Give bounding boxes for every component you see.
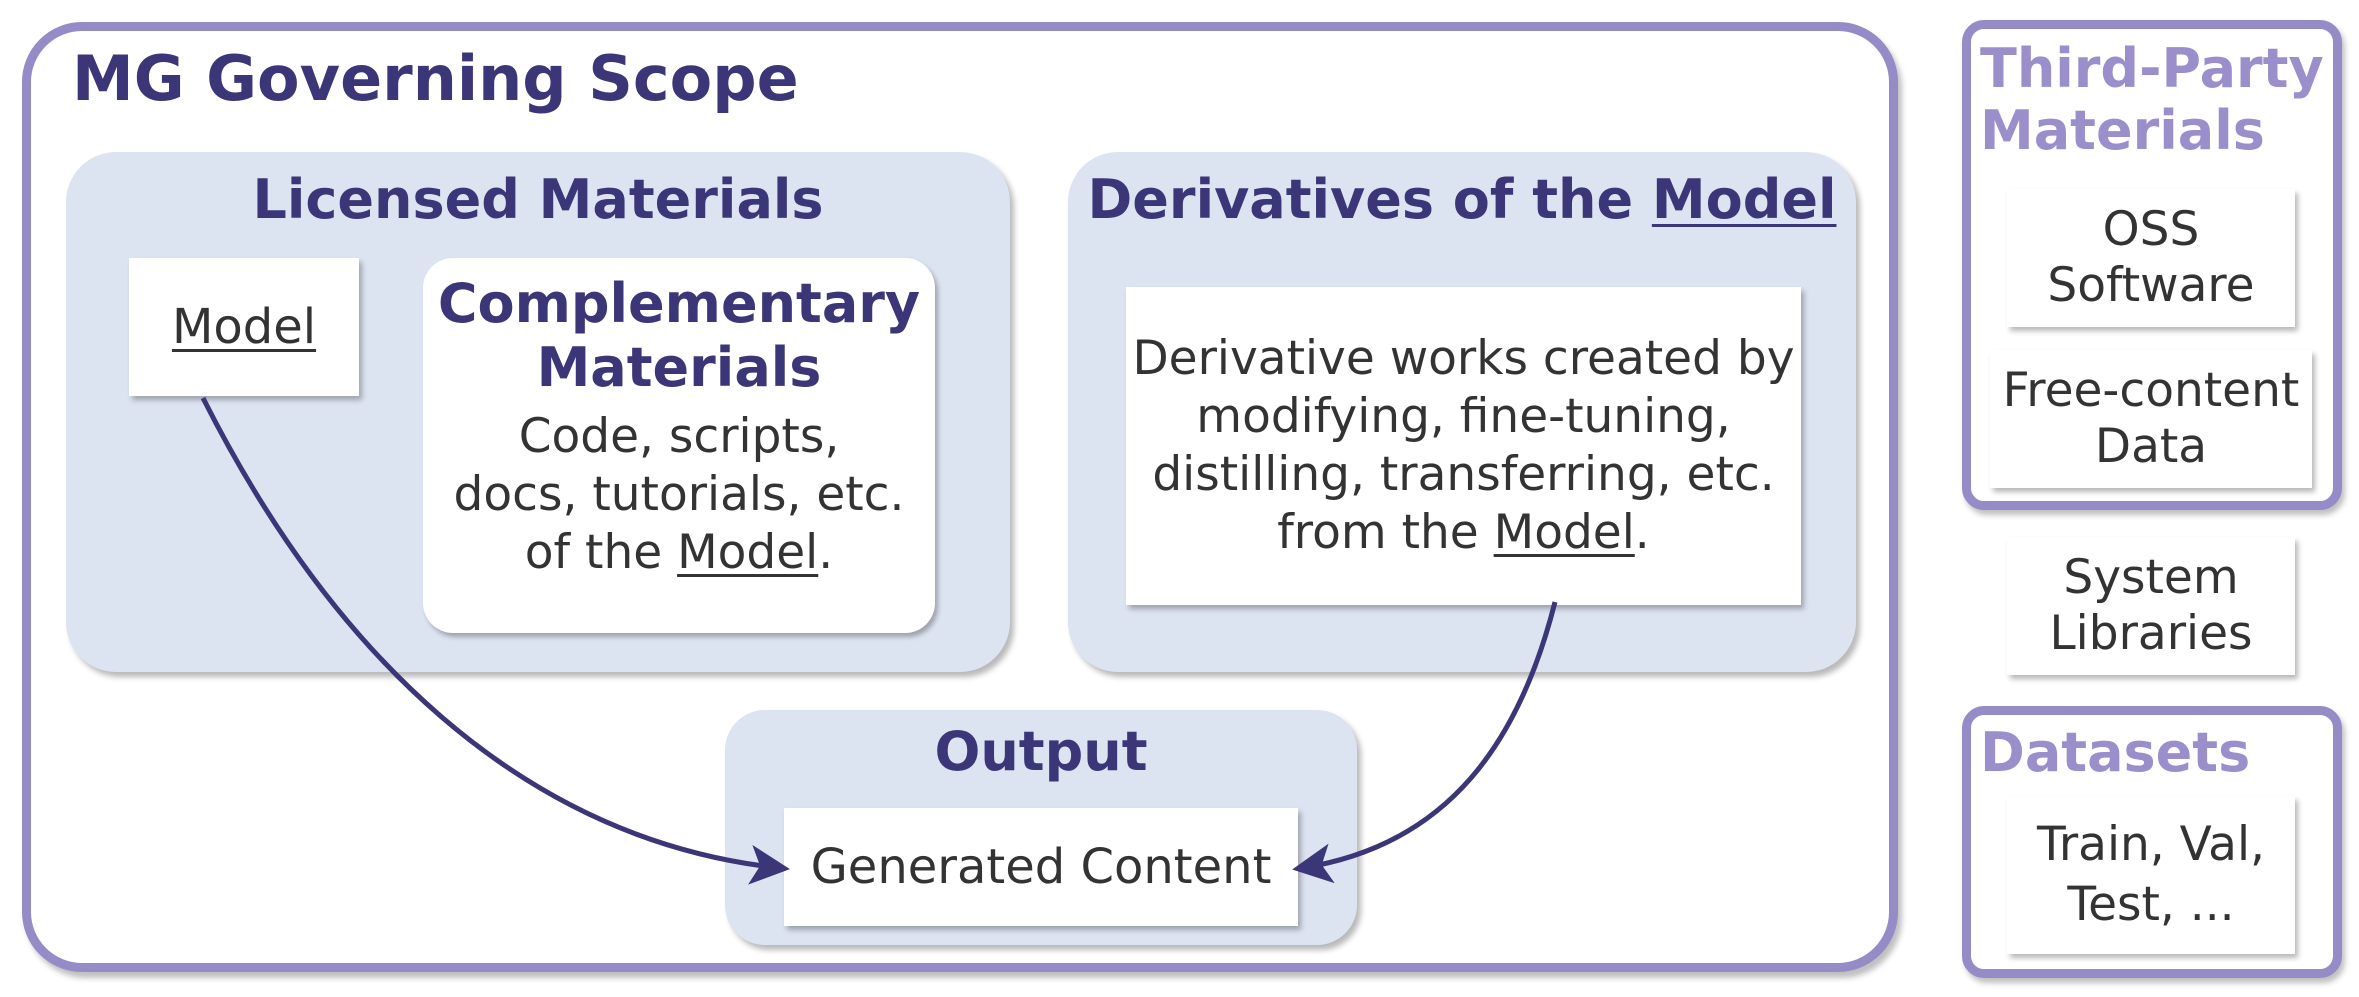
datasets-line2: Test, ...	[2067, 877, 2235, 932]
free-content-data-box: Free-content Data	[1990, 350, 2312, 488]
train-val-test-box: Train, Val, Test, ...	[2007, 796, 2295, 954]
derivatives-title-model-link: Model	[1651, 168, 1837, 231]
generated-content-label: Generated Content	[810, 839, 1272, 895]
system-libraries-line2: Libraries	[2049, 606, 2253, 661]
complementary-desc-line2: docs, tutorials, etc.	[453, 467, 905, 522]
complementary-title-line1: Complementary	[437, 272, 921, 335]
free-content-line1: Free-content	[2002, 363, 2300, 418]
derivatives-desc-line1: Derivative works created by	[1132, 331, 1795, 386]
datasets-line1: Train, Val,	[2037, 817, 2265, 872]
complementary-desc-line1: Code, scripts,	[518, 409, 840, 464]
derivatives-desc-line2: modifying, fine-tuning,	[1196, 389, 1731, 444]
complementary-desc-suffix: .	[818, 525, 834, 580]
third-party-materials-title: Third-Party Materials	[1980, 38, 2324, 162]
output-title: Output	[934, 720, 1148, 783]
complementary-desc-prefix: of the	[524, 525, 678, 580]
derivatives-desc-suffix: .	[1634, 505, 1650, 560]
oss-software-box: OSS Software	[2007, 189, 2295, 327]
oss-line2: Software	[2047, 258, 2255, 313]
derivatives-desc-line4: from the Model.	[1277, 504, 1649, 562]
complementary-desc-line3: of the Model.	[454, 524, 905, 582]
scope-title: MG Governing Scope	[72, 42, 799, 115]
complementary-materials-description: Code, scripts, docs, tutorials, etc. of …	[454, 408, 905, 582]
oss-line1: OSS	[2102, 202, 2200, 257]
derivatives-desc-line3: distilling, transferring, etc.	[1152, 447, 1775, 502]
complementary-materials-title: Complementary Materials	[438, 272, 920, 400]
system-libraries-line1: System	[2063, 550, 2239, 605]
complementary-model-link: Model	[677, 525, 819, 580]
complementary-title-line2: Materials	[536, 336, 822, 399]
complementary-materials-box: Complementary Materials Code, scripts, d…	[423, 258, 935, 633]
third-party-title-line2: Materials	[1980, 99, 2265, 162]
system-libraries-box: System Libraries	[2007, 537, 2295, 675]
licensed-materials-title: Licensed Materials	[252, 168, 824, 231]
derivatives-title: Derivatives of the Model	[1068, 168, 1856, 231]
free-content-line2: Data	[2094, 419, 2208, 474]
derivatives-desc-prefix: from the	[1277, 505, 1494, 560]
model-label: Model	[171, 299, 317, 355]
derivatives-title-prefix: Derivatives of the	[1087, 168, 1652, 231]
derivatives-description-box: Derivative works created by modifying, f…	[1126, 287, 1801, 605]
third-party-title-line1: Third-Party	[1980, 37, 2324, 100]
derivatives-model-link: Model	[1493, 505, 1635, 560]
generated-content-box: Generated Content	[784, 808, 1298, 926]
model-box: Model	[129, 258, 359, 396]
datasets-title: Datasets	[1980, 721, 2251, 784]
